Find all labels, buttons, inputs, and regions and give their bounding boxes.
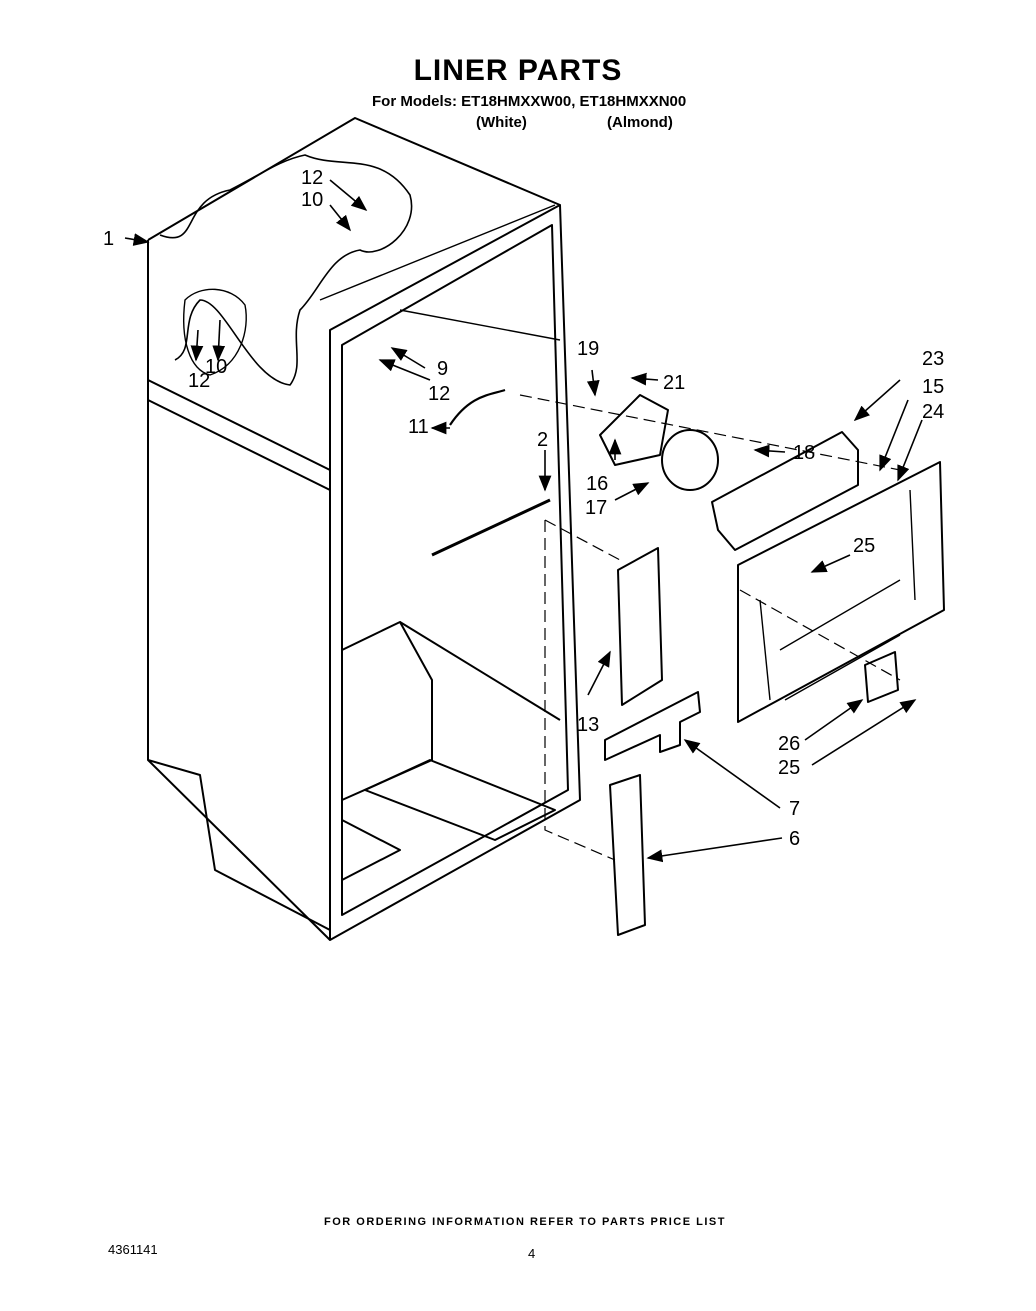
callout-25b: 25 [778, 757, 800, 779]
callout-6: 6 [789, 828, 800, 850]
part-13-panel [617, 547, 663, 706]
callout-12a: 12 [301, 167, 323, 189]
part-2-probe [431, 498, 551, 557]
callout-25a: 25 [853, 535, 875, 557]
callout-15: 15 [922, 376, 944, 398]
callouts: 1 2 6 7 9 10 10 11 12 12 12 13 15 16 17 … [103, 167, 944, 850]
part-23-grille [711, 431, 859, 551]
callout-1: 1 [103, 228, 114, 250]
part-24-cover [737, 461, 945, 723]
callout-18: 18 [793, 442, 815, 464]
callout-17: 17 [585, 497, 607, 519]
callout-23: 23 [922, 348, 944, 370]
callout-24: 24 [922, 401, 944, 423]
callout-2: 2 [537, 429, 548, 451]
part-16-motor [599, 394, 669, 466]
part-26-plate [864, 651, 899, 703]
variant-white: (White) [476, 114, 527, 131]
callout-26: 26 [778, 733, 800, 755]
callout-12c: 12 [428, 383, 450, 405]
part-17-fan-blade [661, 429, 719, 491]
callout-19: 19 [577, 338, 599, 360]
callout-11: 11 [408, 416, 429, 438]
part-6-bracket [609, 774, 646, 936]
callout-16: 16 [586, 473, 608, 495]
part-11-wire [449, 388, 506, 426]
page-title: LINER PARTS [413, 54, 623, 87]
callout-21: 21 [663, 372, 685, 394]
models-line: For Models: ET18HMXXW00, ET18HMXXN00 [372, 93, 687, 110]
part-7-trim [604, 691, 701, 761]
callout-7: 7 [789, 798, 800, 820]
document-number: 4361141 [108, 1242, 158, 1257]
ordering-note: FOR ORDERING INFORMATION REFER TO PARTS … [324, 1216, 726, 1228]
callout-13: 13 [577, 714, 599, 736]
variant-almond: (Almond) [607, 114, 673, 131]
callout-10b: 10 [205, 356, 227, 378]
callout-9: 9 [437, 358, 448, 380]
page-number: 4 [528, 1246, 536, 1261]
callout-12b: 12 [188, 370, 210, 392]
liner-cabinet [147, 117, 581, 941]
callout-10a: 10 [301, 189, 323, 211]
